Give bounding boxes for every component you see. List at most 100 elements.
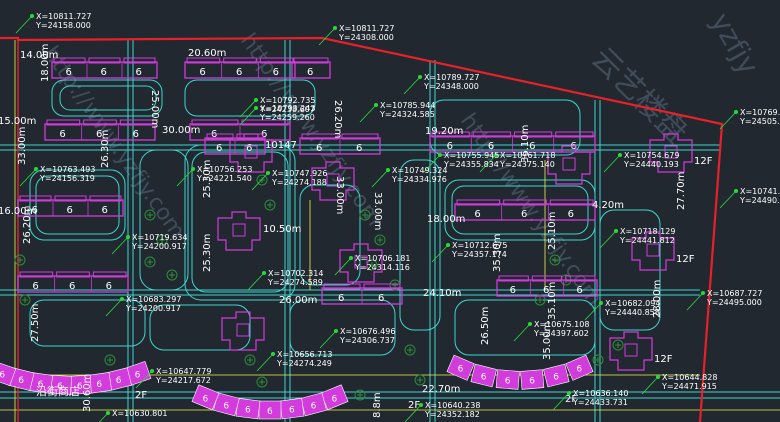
coord-x: X=10793.243: [260, 104, 315, 113]
shop-unit: [565, 354, 594, 381]
coord-y: Y=24375.140: [499, 160, 555, 169]
floor-count-label: 6: [66, 67, 72, 78]
shop-floor-label: 6: [481, 373, 487, 383]
dimension-1: 20.60m: [188, 48, 226, 59]
slab-unit-top: [549, 199, 594, 206]
tree-cross-10: [552, 257, 558, 263]
coord-y: Y=24217.672: [155, 376, 211, 385]
tower-outline: [609, 331, 653, 371]
coord-y: Y=24274.249: [276, 359, 332, 368]
slab-unit-top: [191, 119, 239, 126]
leader-line-7: [19, 168, 37, 187]
tree-12: [534, 294, 546, 306]
dimension-21: 25.30m: [202, 234, 213, 272]
dimension-27: 27.50m: [30, 304, 41, 342]
shop-floor-label: 6: [245, 406, 251, 416]
shop-floor-label: 6: [529, 377, 535, 387]
coord-x: X=10785.944: [380, 101, 435, 110]
shop-floor-label: 6: [458, 365, 464, 375]
dimension-10: 33.00m: [334, 176, 345, 214]
shop-floor-label: 6: [311, 401, 317, 411]
coord-label-30: X=10630.801: [112, 409, 167, 418]
tower-core: [326, 173, 340, 187]
tower-block-2: [311, 161, 355, 201]
tower-core: [244, 145, 258, 159]
floor-count-label: 6: [96, 129, 102, 140]
coord-x: X=10636.140: [573, 389, 628, 398]
tower-outline: [217, 211, 261, 251]
coord-y: Y=24158.000: [35, 21, 91, 30]
floor-count-label: 6: [316, 143, 322, 154]
leader-line-25: [256, 353, 274, 372]
leader-line-20: [105, 298, 123, 317]
tree-1: [156, 234, 168, 246]
tree-cross-22: [22, 297, 28, 303]
tree-7: [374, 234, 386, 246]
coord-x: X=10676.496: [340, 327, 395, 336]
shop-floor-label: 6: [331, 394, 337, 404]
leader-line-21: [686, 292, 704, 311]
slab-unit-top: [514, 131, 553, 138]
coord-x: X=10712.675: [452, 241, 507, 250]
tower-core: [646, 243, 660, 257]
coord-y: Y=24200.917: [125, 304, 181, 313]
tree-16: [256, 376, 268, 388]
coord-y: Y=24355.834: [443, 160, 499, 169]
tree-cross-7: [377, 237, 383, 243]
tree-cross-3: [169, 272, 175, 278]
coord-y: Y=24156.319: [39, 174, 95, 183]
coord-y: Y=24471.915: [661, 382, 717, 391]
floor-count-label: 6: [521, 209, 527, 220]
dimension-4: 30.00m: [162, 125, 200, 136]
dimension-2: 25.00m: [149, 90, 160, 128]
coord-x: X=10644.828: [662, 373, 717, 382]
coord-x: X=10755.945: [444, 151, 499, 160]
coord-y: Y=24348.000: [423, 82, 479, 91]
tree-cross-19: [417, 377, 423, 383]
coord-label-14: X=10741.434Y=24490.804: [739, 187, 780, 205]
coord-y: Y=24238.607: [259, 105, 315, 114]
dimension-17: 27.70m: [676, 172, 687, 210]
coord-y: Y=24200.917: [131, 242, 187, 251]
tower-outline: [547, 145, 591, 185]
tower-block-7: [221, 311, 265, 351]
shop-floor-label: 6: [289, 406, 295, 416]
tower-block-0: [217, 211, 261, 251]
coord-y: Y=24357.174: [451, 250, 507, 259]
floor-count-label: 6: [474, 209, 480, 220]
coord-x: X=10647.779: [156, 367, 211, 376]
coord-y: Y=24274.589: [267, 278, 323, 287]
floor-count-label: 6: [543, 285, 549, 296]
coord-y: Y=24334.976: [391, 175, 447, 184]
trees: [14, 174, 624, 401]
leader-line-0: [15, 15, 33, 34]
coord-x: X=10811.727: [36, 12, 91, 21]
shop-floor-label: 6: [77, 382, 83, 392]
tree-3: [166, 269, 178, 281]
floor-count-label: 6: [378, 293, 384, 304]
dimension-28: 30.60m: [82, 374, 93, 412]
coord-y: Y=24440.858: [604, 308, 660, 317]
tower-core: [236, 323, 250, 337]
floor-count-label: 6: [576, 285, 582, 296]
coord-y: Y=24259.260: [259, 113, 315, 122]
shop-floor-label: 6: [576, 365, 582, 375]
leader-line-13: [603, 154, 621, 173]
slab-unit-top: [565, 275, 596, 282]
coord-x: X=10640.238: [425, 401, 480, 410]
dimension-3: 18.00m: [40, 44, 51, 82]
tree-6: [359, 209, 371, 221]
shop-unit: [543, 363, 570, 388]
coord-x: X=10811.727: [339, 24, 394, 33]
